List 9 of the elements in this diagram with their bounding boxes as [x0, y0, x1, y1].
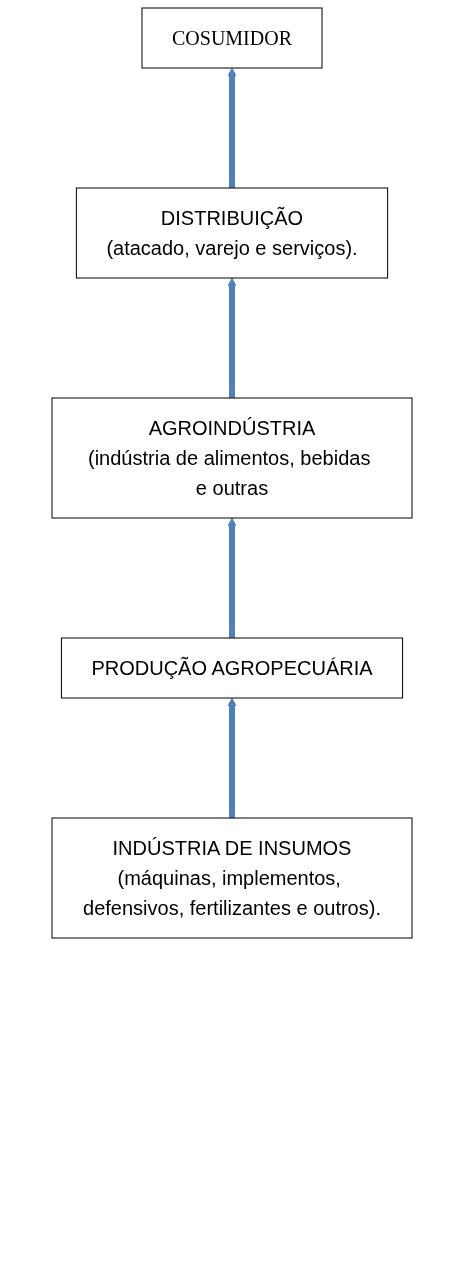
arrow — [227, 67, 236, 188]
node-box: INDÚSTRIA DE INSUMOS (máquinas, implementos, defensivos, fertilizantes e outros). — [51, 817, 412, 939]
arrow — [227, 697, 236, 818]
node-box: DISTRIBUIÇÃO (atacado, varejo e serviços). — [75, 187, 388, 279]
arrow — [227, 517, 236, 638]
node-box: AGROINDÚSTRIA (indústria de alimentos, bebidas e outras — [51, 397, 412, 519]
arrow — [227, 277, 236, 398]
node-box: COSUMIDOR — [141, 7, 322, 69]
node-box: PRODUÇÃO AGROPECUÁRIA — [60, 637, 403, 699]
